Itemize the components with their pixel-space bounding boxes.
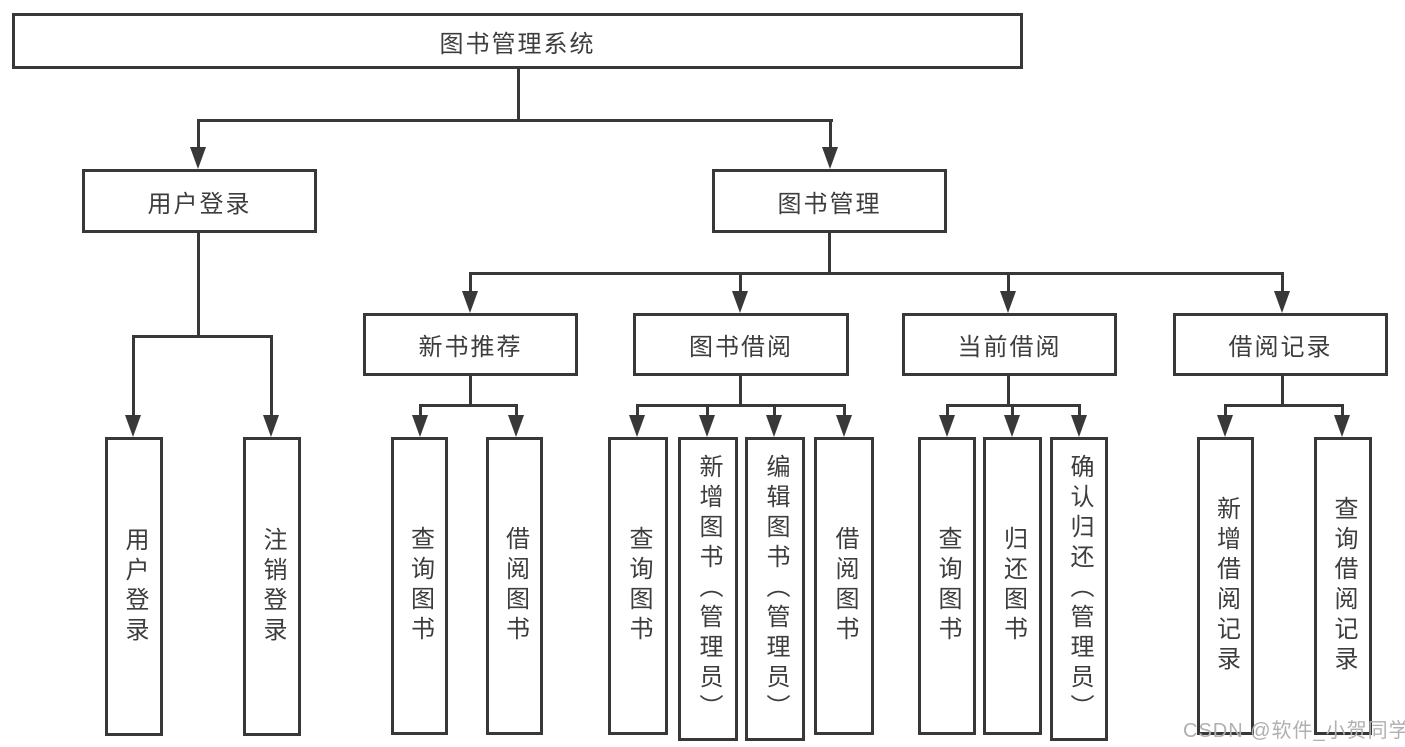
- connector-leaf-drop: [946, 404, 949, 417]
- connector-group4-drop: [1281, 272, 1284, 294]
- connector-leaf-drop: [773, 404, 776, 417]
- leaf-label: 查询借阅记录: [1330, 496, 1357, 676]
- node-label: 图书管理系统: [439, 30, 596, 58]
- leaf-query-books: 查询图书: [608, 437, 668, 735]
- leaf-label: 新增图书（管理员）: [695, 454, 722, 724]
- connector-login-child2-drop: [270, 335, 273, 417]
- leaf-label: 确认归还（管理员）: [1066, 454, 1093, 724]
- connector-root-stem: [517, 68, 520, 122]
- connector-group2-drop: [739, 272, 742, 294]
- arrow-down-icon: [629, 415, 645, 437]
- connector-level2-rail: [197, 119, 833, 122]
- arrow-down-icon: [508, 415, 524, 437]
- node-library-management-system: 图书管理系统: [12, 13, 1023, 69]
- node-label: 图书管理: [777, 190, 882, 218]
- node-book-management: 图书管理: [712, 169, 947, 233]
- leaf-borrow-books: 借阅图书: [814, 437, 874, 735]
- leaf-query-books: 查询图书: [391, 437, 448, 735]
- arrow-down-icon: [1004, 415, 1020, 437]
- arrow-down-icon: [699, 415, 715, 437]
- arrow-down-icon: [1000, 291, 1016, 313]
- leaf-label: 查询图书: [625, 526, 652, 646]
- connector-leaf-drop: [706, 404, 709, 417]
- connector-group3-stem: [1007, 376, 1010, 407]
- connector-login-stem: [197, 233, 200, 338]
- node-label: 用户登录: [147, 190, 252, 218]
- connector-login-rail: [132, 335, 273, 338]
- connector-leaf-drop: [1341, 404, 1344, 417]
- connector-group1-drop: [469, 272, 472, 294]
- leaf-add-books-admin: 新增图书（管理员）: [678, 437, 738, 741]
- node-new-book-recommendation: 新书推荐: [363, 313, 578, 376]
- connector-leaf-drop: [636, 404, 639, 417]
- leaf-query-borrow-record: 查询借阅记录: [1314, 437, 1372, 735]
- leaf-label: 编辑图书（管理员）: [762, 454, 789, 724]
- connector-group2-rail: [636, 404, 846, 407]
- node-user-login: 用户登录: [82, 169, 317, 233]
- connector-group4-rail: [1224, 404, 1344, 407]
- arrow-down-icon: [939, 415, 955, 437]
- node-label: 当前借阅: [957, 334, 1062, 361]
- arrow-down-icon: [462, 291, 478, 313]
- connector-group3-drop: [1007, 272, 1010, 294]
- connector-manage-stem: [828, 233, 831, 274]
- connector-level3-rail: [469, 272, 1284, 275]
- node-book-borrowing: 图书借阅: [633, 313, 849, 376]
- connector-group2-stem: [739, 376, 742, 407]
- arrow-down-icon: [1071, 415, 1087, 437]
- arrow-down-icon: [822, 147, 838, 169]
- connector-group1-rail: [419, 404, 518, 407]
- leaf-query-books: 查询图书: [918, 437, 976, 735]
- connector-group1-stem: [469, 376, 472, 407]
- leaf-borrow-books: 借阅图书: [486, 437, 543, 735]
- leaf-return-books: 归还图书: [983, 437, 1042, 735]
- arrow-down-icon: [732, 291, 748, 313]
- connector-leaf-drop: [843, 404, 846, 417]
- arrow-down-icon: [190, 147, 206, 169]
- connector-leaf-drop: [419, 404, 422, 417]
- leaf-confirm-return-admin: 确认归还（管理员）: [1050, 437, 1108, 741]
- connector-leaf-drop: [1011, 404, 1014, 417]
- arrow-down-icon: [1334, 415, 1350, 437]
- leaf-label: 查询图书: [406, 526, 434, 646]
- node-borrowing-records: 借阅记录: [1173, 313, 1388, 376]
- connector-leaf-drop: [1078, 404, 1081, 417]
- leaf-add-borrow-record: 新增借阅记录: [1197, 437, 1254, 735]
- leaf-label: 用户登录: [121, 526, 148, 647]
- connector-manage-drop: [829, 119, 832, 151]
- arrow-down-icon: [1217, 415, 1233, 437]
- arrow-down-icon: [836, 415, 852, 437]
- arrow-down-icon: [263, 415, 279, 437]
- node-label: 借阅记录: [1228, 334, 1333, 361]
- node-label: 图书借阅: [689, 334, 793, 361]
- node-label: 新书推荐: [418, 334, 523, 361]
- leaf-edit-books-admin: 编辑图书（管理员）: [745, 437, 805, 741]
- connector-group4-stem: [1281, 376, 1284, 407]
- leaf-label: 注销登录: [259, 526, 286, 647]
- leaf-label: 借阅图书: [831, 526, 858, 646]
- node-current-borrowing: 当前借阅: [902, 313, 1117, 376]
- arrow-down-icon: [125, 415, 141, 437]
- leaf-label: 新增借阅记录: [1212, 496, 1240, 676]
- arrow-down-icon: [1274, 291, 1290, 313]
- leaf-label: 归还图书: [999, 526, 1027, 646]
- arrow-down-icon: [412, 415, 428, 437]
- arrow-down-icon: [766, 415, 782, 437]
- connector-leaf-drop: [1224, 404, 1227, 417]
- connector-login-child1-drop: [132, 335, 135, 417]
- csdn-watermark: CSDN @软件_小贺同学: [1183, 720, 1405, 742]
- leaf-label: 查询图书: [934, 526, 961, 646]
- connector-leaf-drop: [515, 404, 518, 417]
- connector-login-drop: [197, 119, 200, 151]
- leaf-user-login: 用户登录: [105, 437, 163, 736]
- leaf-label: 借阅图书: [501, 526, 529, 646]
- leaf-logout: 注销登录: [243, 437, 301, 736]
